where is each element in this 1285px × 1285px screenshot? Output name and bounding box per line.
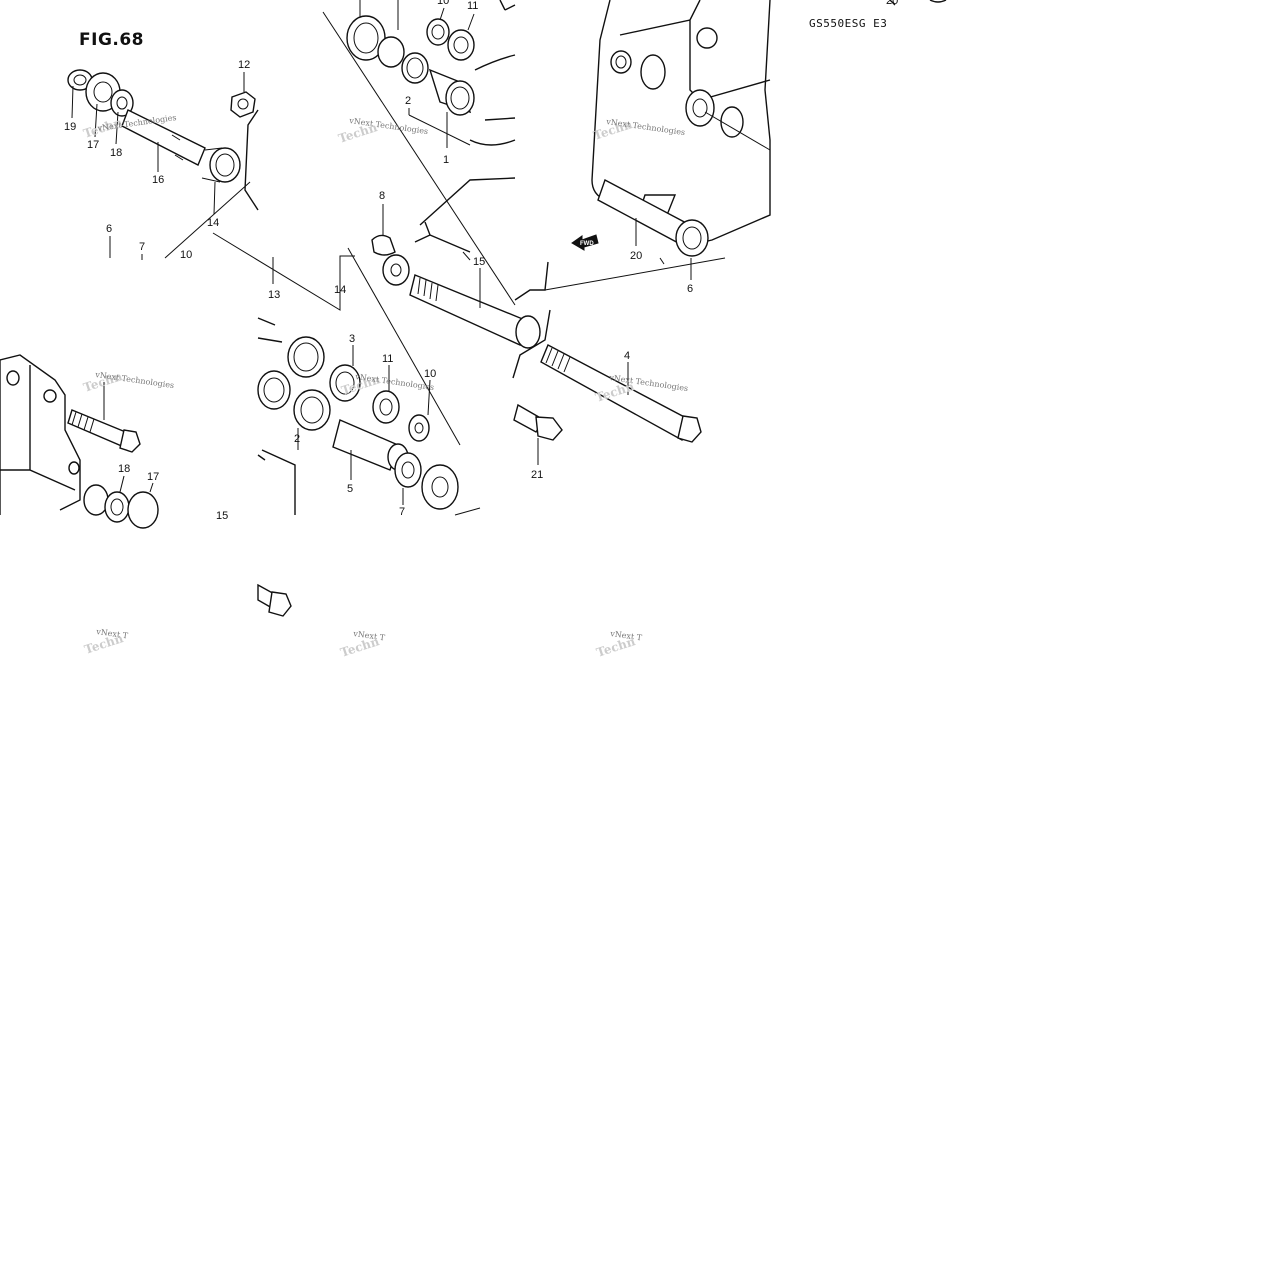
- linkage-assembly-bottom-middle: [257, 247, 481, 516]
- callout: 11: [467, 0, 478, 12]
- callout: 3: [349, 333, 355, 345]
- swing-arm-body: [469, 54, 516, 146]
- shaft-part: [121, 109, 206, 166]
- callout: 14: [334, 284, 346, 296]
- needle-bearing-part: [401, 52, 429, 84]
- callout: 18: [118, 463, 130, 475]
- callout: 17: [147, 471, 159, 483]
- callout: 15: [473, 256, 485, 268]
- pivot-bolt-part: [409, 268, 541, 349]
- callout: 5: [347, 483, 353, 495]
- needle-bearing-part: [293, 389, 331, 450]
- flange-nut-part: [230, 91, 256, 118]
- callout: 2: [294, 433, 300, 445]
- callout: 11: [382, 353, 393, 365]
- callout: 16: [152, 174, 164, 186]
- bearing-11: [447, 29, 475, 61]
- long-bolt-part: [540, 344, 702, 443]
- callout: 20: [886, 0, 898, 7]
- callout: 14: [207, 217, 219, 229]
- pivot-assembly-top-middle: [322, 0, 551, 379]
- shaft-assembly-top-left: [67, 69, 355, 311]
- ball-bearing-part: [372, 365, 400, 424]
- needle-bearing-part: [201, 147, 241, 183]
- callout: 17: [87, 139, 99, 151]
- spacer-part: [408, 379, 431, 442]
- callout: 6: [687, 283, 693, 295]
- callout: 6: [106, 223, 112, 235]
- short-bolt-part: [513, 403, 563, 465]
- callout: 13: [268, 289, 280, 301]
- callout: 15: [216, 510, 228, 522]
- bracket-frame: [0, 354, 81, 515]
- callout: 7: [399, 506, 405, 518]
- callout: 4: [624, 350, 630, 362]
- bracket-assembly-top-right: FWD: [513, 0, 947, 465]
- callout: 8: [379, 190, 385, 202]
- arm-edge: [257, 317, 283, 343]
- frame-line: [512, 309, 551, 379]
- bracket-assembly-bottom-left: [0, 354, 159, 529]
- bearing-part: [329, 345, 361, 402]
- fwd-arrow-label: FWD: [580, 241, 594, 247]
- sleeve-part: [428, 68, 475, 116]
- callout: 21: [531, 469, 543, 481]
- fwd-arrow-icon: FWD: [571, 234, 599, 251]
- model-code: GS550ESG E3: [809, 17, 888, 30]
- spacer-10: [426, 18, 450, 46]
- mount-bolt-part: [67, 382, 141, 453]
- small-bolt-part: [257, 583, 292, 617]
- washer-part: [377, 36, 405, 68]
- callout: 18: [110, 147, 122, 159]
- callout: 20: [630, 250, 642, 262]
- collar-part: [597, 179, 709, 257]
- callout: 7: [139, 241, 145, 253]
- callout: 10: [437, 0, 449, 7]
- callout: 2: [405, 95, 411, 107]
- callout: 10: [180, 249, 192, 261]
- callout: 19: [64, 121, 76, 133]
- frame-edge: [244, 109, 259, 211]
- sleeve-part: [332, 419, 409, 480]
- clip-part: [371, 204, 396, 256]
- callout-labels: 19 17 18 16 12 14 6 7 10 13 14 2 1 10 11…: [64, 0, 898, 522]
- callout: 1: [443, 154, 449, 166]
- callout: 12: [238, 59, 250, 71]
- figure-title: FIG.68: [79, 30, 145, 50]
- callout: 10: [424, 368, 436, 380]
